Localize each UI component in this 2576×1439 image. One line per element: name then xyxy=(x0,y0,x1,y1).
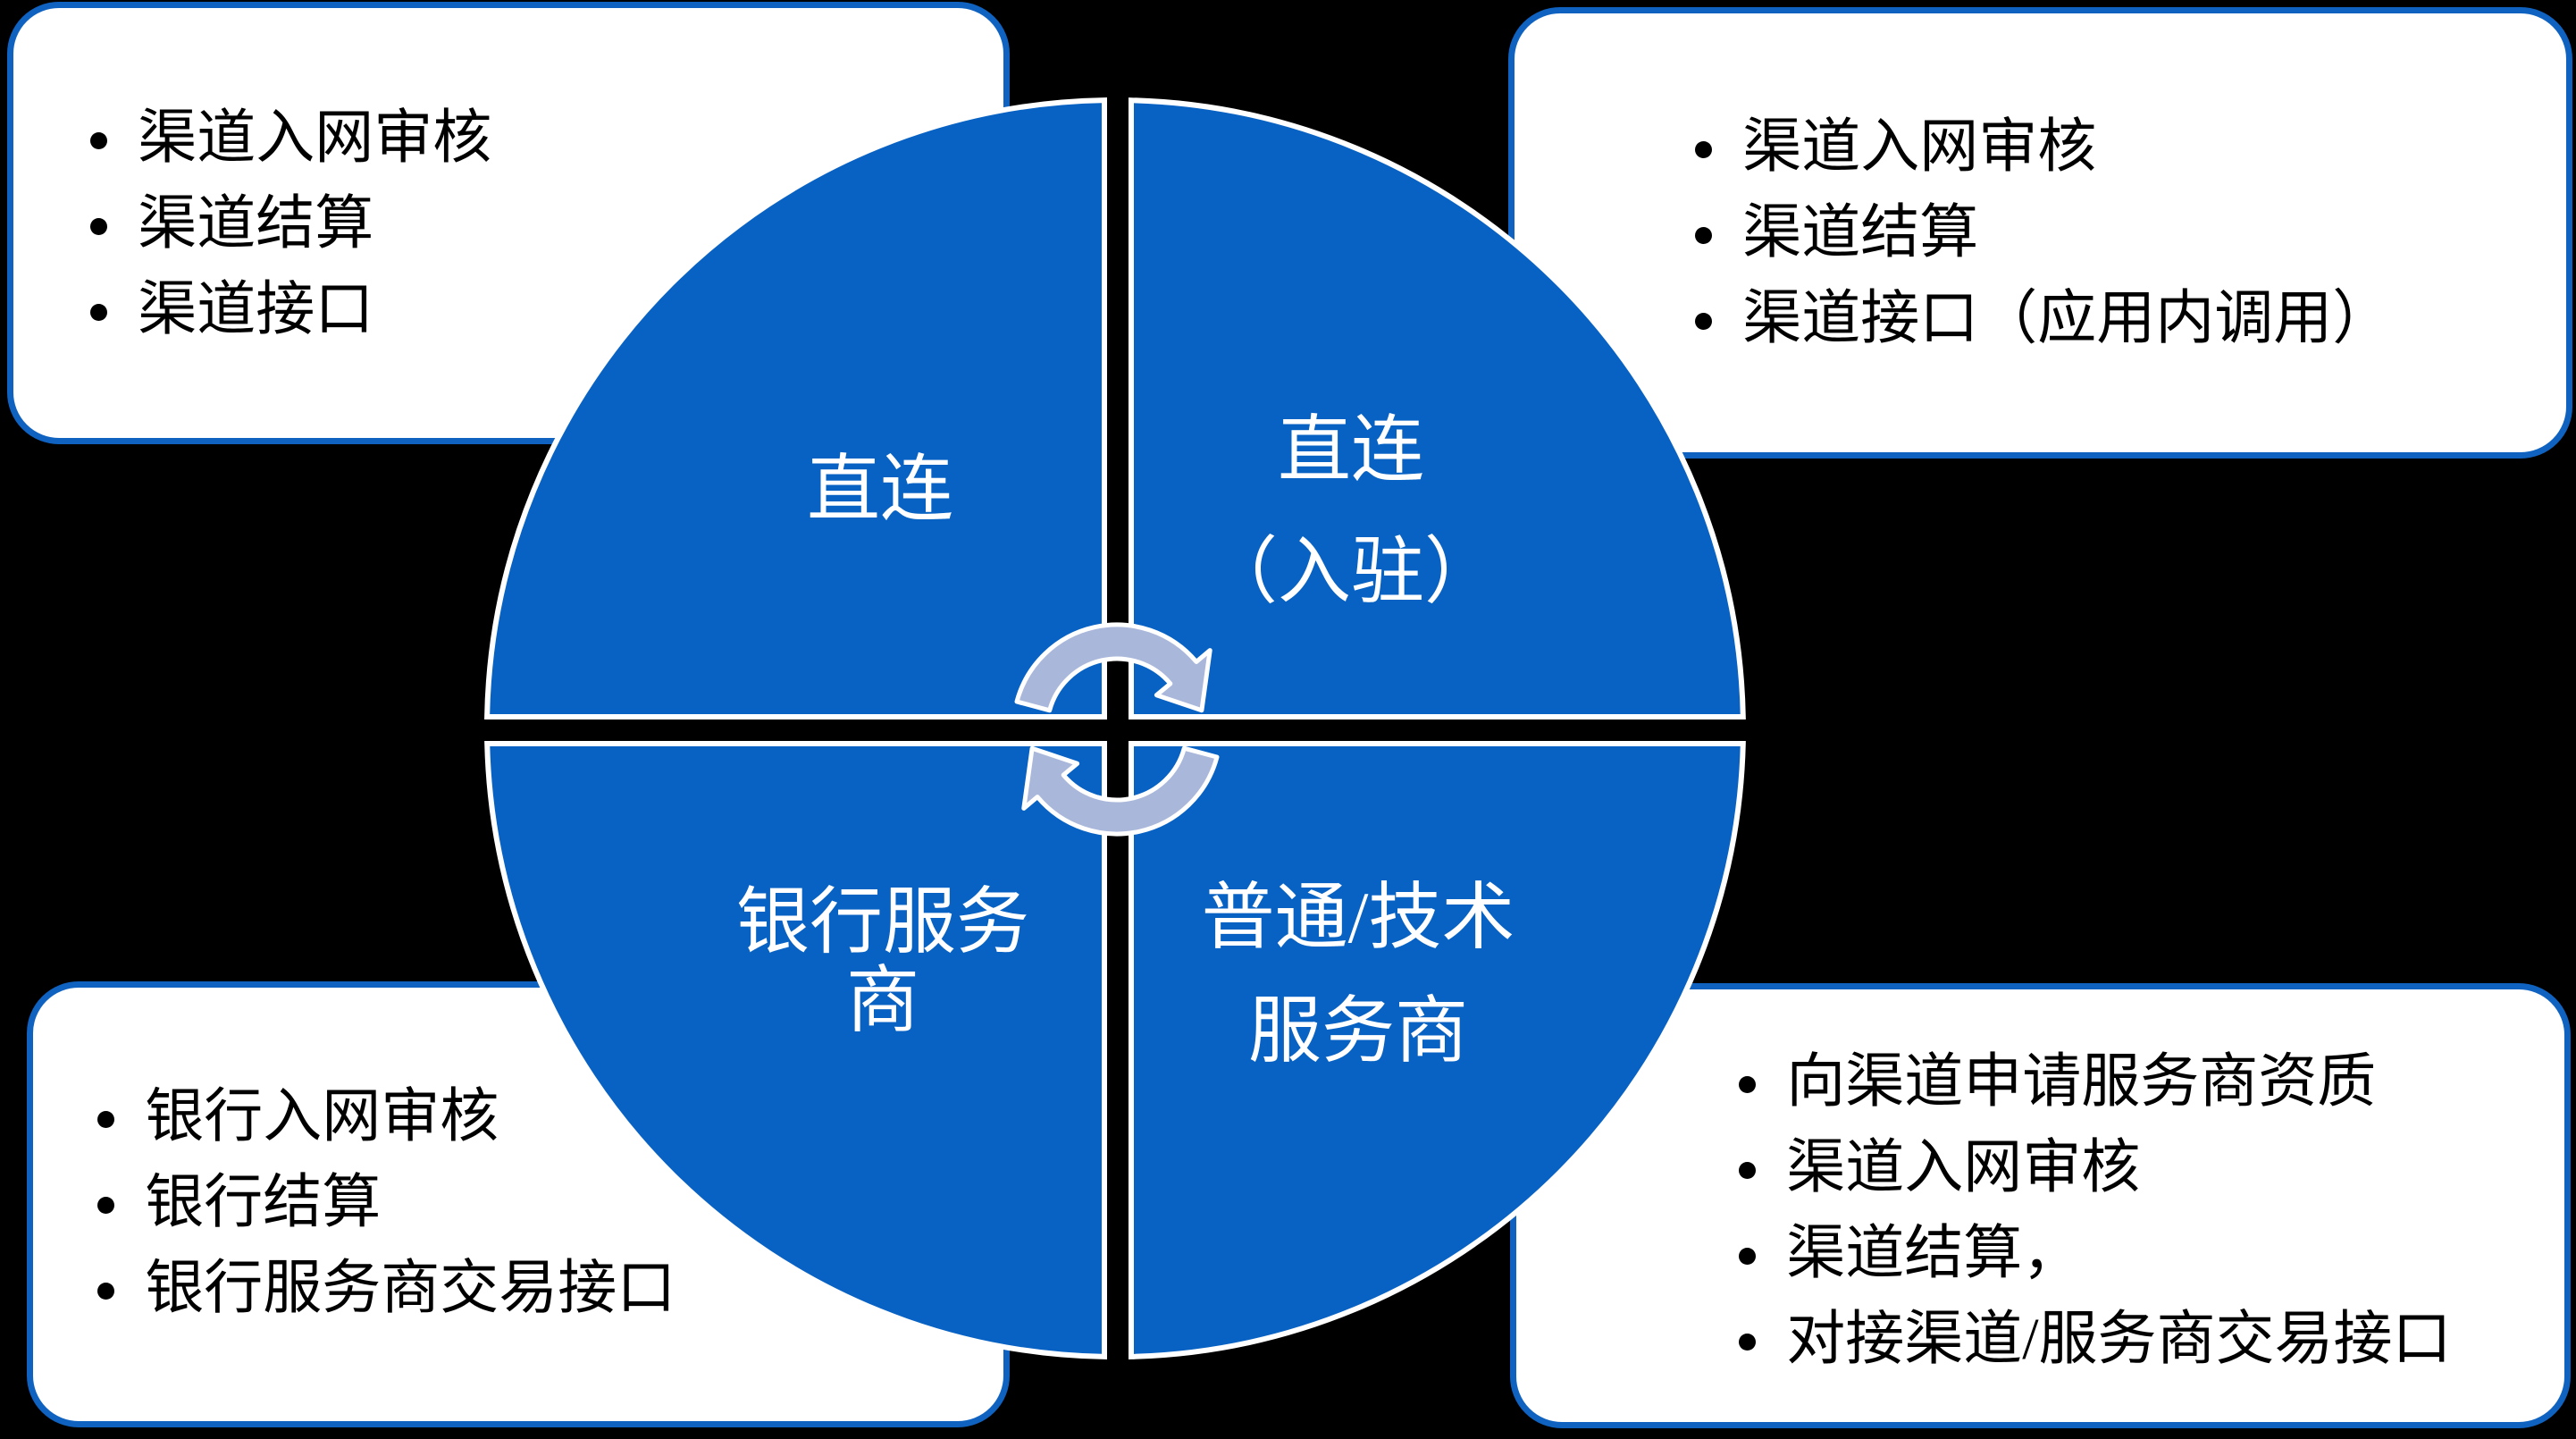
quadrant-label-line: 服务商 xyxy=(1247,990,1468,1072)
quadrant-label-line: 银行服务 xyxy=(735,881,1029,963)
bullet-item: 银行服务商交易接口 xyxy=(138,1246,1003,1332)
quadrant-label-line: 直连 xyxy=(1277,409,1424,491)
bullet-item: 向渠道申请服务商资质 xyxy=(1779,1039,2564,1125)
bullet-item: 渠道接口（应用内调用） xyxy=(1735,276,2566,362)
bullet-list: 渠道入网审核渠道结算渠道接口（应用内调用） xyxy=(1674,105,2566,362)
quadrant-label-line: 普通/技术 xyxy=(1201,877,1515,958)
quadrant-label-line: （入驻） xyxy=(1204,531,1498,612)
callout-bottom-right: 向渠道申请服务商资质渠道入网审核渠道结算，对接渠道/服务商交易接口 xyxy=(1510,983,2571,1428)
bullet-list: 向渠道申请服务商资质渠道入网审核渠道结算，对接渠道/服务商交易接口 xyxy=(1717,1039,2564,1383)
quadrant-label-line: 商 xyxy=(845,960,919,1041)
quadrant-top-right-label: 直连 （入驻） xyxy=(1074,390,1628,633)
bullet-item: 渠道入网审核 xyxy=(1735,105,2566,190)
bullet-item: 银行入网审核 xyxy=(138,1074,1003,1160)
quadrant-bottom-right-label: 普通/技术 服务商 xyxy=(1081,861,1635,1088)
bullet-list: 银行入网审核银行结算银行服务商交易接口 xyxy=(76,1074,1003,1332)
bullet-list: 渠道入网审核渠道结算渠道接口 xyxy=(69,96,1003,353)
quadrant-bottom-right-shape xyxy=(1129,741,1746,1359)
quadrant-label-line: 直连 xyxy=(806,449,953,530)
bullet-item: 银行结算 xyxy=(138,1160,1003,1246)
bullet-item: 渠道结算 xyxy=(1735,190,2566,276)
bullet-item: 渠道入网审核 xyxy=(130,96,1003,181)
cycle-arrow-top-icon xyxy=(1014,622,1212,713)
quadrant-top-left-label: 直连 xyxy=(603,447,1157,533)
bullet-item: 渠道结算 xyxy=(130,181,1003,267)
bullet-item: 渠道结算， xyxy=(1779,1211,2564,1297)
quadrant-top-left-shape xyxy=(484,97,1107,720)
bullet-item: 渠道接口 xyxy=(130,267,1003,353)
bullet-item: 渠道入网审核 xyxy=(1779,1125,2564,1211)
quadrant-top-right-shape xyxy=(1129,97,1746,720)
quadrant-bottom-left-shape xyxy=(484,741,1107,1359)
callout-top-right: 渠道入网审核渠道结算渠道接口（应用内调用） xyxy=(1508,7,2572,459)
quadrant-bottom-left-label: 银行服务 商 xyxy=(606,883,1160,1040)
bullet-item: 对接渠道/服务商交易接口 xyxy=(1779,1297,2564,1383)
